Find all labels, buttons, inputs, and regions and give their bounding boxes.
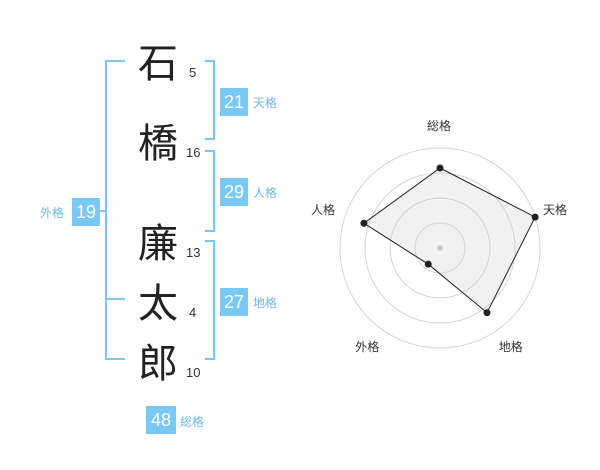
name-char-5: 郎 — [138, 341, 178, 387]
radar-axis-label-1: 総格 — [427, 119, 452, 133]
gaikaku-label: 外格 — [40, 206, 65, 220]
radar-point-4 — [424, 260, 432, 268]
soukaku-label: 総格 — [180, 415, 205, 429]
radar-point-5 — [360, 219, 368, 227]
radar-center — [437, 245, 443, 251]
gaikaku-value-badge: 19 — [72, 198, 100, 226]
radar-point-2 — [531, 213, 539, 221]
soukaku-value-badge: 48 — [146, 406, 176, 434]
chikaku-label: 地格 — [253, 296, 278, 310]
stroke-count-4: 4 — [189, 305, 197, 320]
radar-point-1 — [436, 164, 444, 172]
radar-axis-label-5: 人格 — [310, 203, 335, 218]
stroke-count-2: 16 — [186, 145, 201, 160]
name-char-3: 廉 — [138, 221, 178, 267]
stroke-count-1: 5 — [189, 65, 197, 80]
radar-point-3 — [483, 309, 491, 317]
tenkaku-value-badge: 21 — [220, 88, 248, 116]
chikaku-value-badge: 27 — [220, 288, 248, 316]
name-char-2: 橋 — [138, 121, 178, 167]
jinkaku-value-badge: 29 — [220, 178, 248, 206]
radar-axis-label-4: 外格 — [355, 339, 380, 354]
stroke-count-3: 13 — [186, 245, 201, 260]
radar-series-polygon — [363, 167, 536, 314]
tenkaku-label: 天格 — [253, 96, 278, 110]
name-char-4: 太 — [138, 281, 178, 327]
radar-axis-label-3: 地格 — [498, 339, 523, 354]
stroke-count-5: 10 — [186, 365, 201, 380]
jinkaku-label: 人格 — [253, 186, 278, 200]
name-char-1: 石 — [138, 41, 178, 87]
radar-axis-label-2: 天格 — [543, 203, 568, 218]
